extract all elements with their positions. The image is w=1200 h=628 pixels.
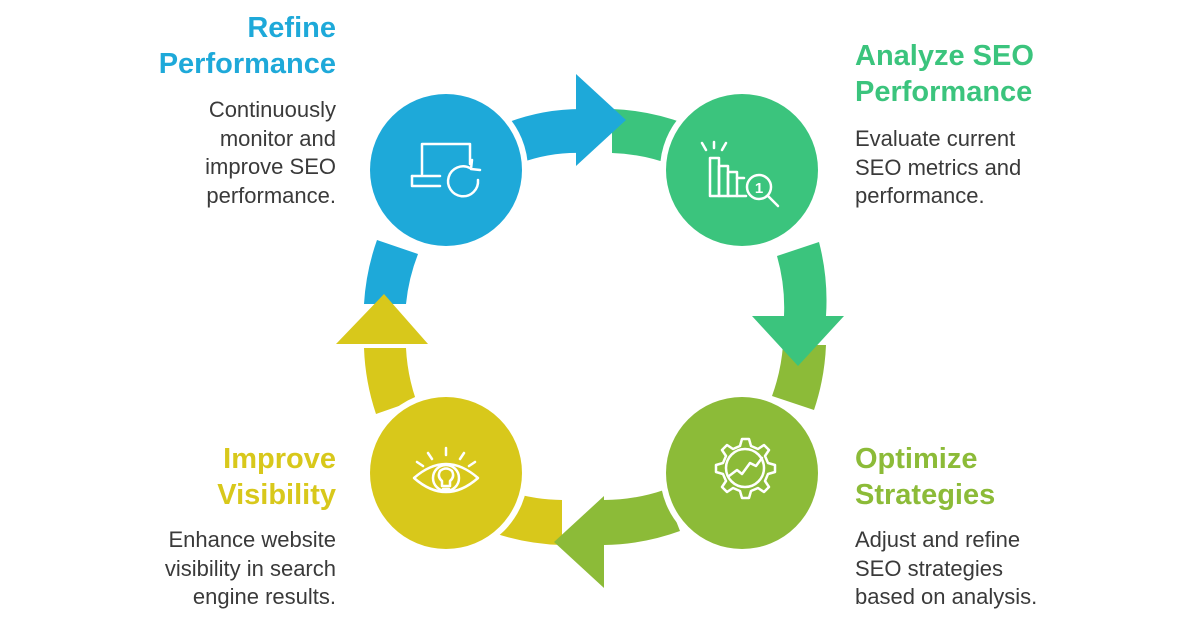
analyze-title-line: Performance bbox=[855, 76, 1033, 108]
laptop-refresh-icon bbox=[410, 142, 482, 198]
improve-desc-line: engine results. bbox=[192, 584, 336, 609]
optimize-title-line: Strategies bbox=[855, 479, 996, 511]
refine-desc-line: monitor and bbox=[219, 125, 336, 151]
analyze-desc-line: Evaluate current bbox=[855, 126, 1016, 151]
improve-desc-line: visibility in search bbox=[164, 555, 336, 581]
analyze-desc-line: SEO metrics and bbox=[855, 154, 1022, 180]
refine-desc-line: Continuously bbox=[208, 97, 336, 122]
optimize-title: Optimize Strategies bbox=[855, 441, 1175, 513]
arc-olive-right bbox=[772, 345, 826, 410]
improve-description: Enhance website visibility in search eng… bbox=[36, 526, 336, 612]
gear-trend-icon bbox=[714, 437, 777, 500]
improve-desc-line: Enhance website bbox=[168, 527, 336, 552]
arc-blue-left bbox=[364, 240, 418, 304]
arrowhead-olive-to-yellow bbox=[554, 496, 604, 588]
refine-title-line: Refine bbox=[247, 12, 336, 44]
optimize-title-line: Optimize bbox=[855, 443, 978, 475]
refine-title-line: Performance bbox=[158, 48, 336, 80]
analyze-title: Analyze SEO Performance bbox=[855, 38, 1175, 110]
improve-title: Improve Visibility bbox=[36, 441, 336, 513]
refine-description: Continuously monitor and improve SEO per… bbox=[36, 96, 336, 210]
optimize-desc-line: SEO strategies bbox=[855, 555, 1003, 581]
eye-lightbulb-icon bbox=[412, 446, 480, 494]
arrowhead-yellow-to-blue bbox=[336, 294, 428, 344]
arrowhead-green-to-olive bbox=[752, 316, 844, 366]
arc-yellow-left bbox=[364, 348, 416, 414]
refine-desc-line: performance. bbox=[206, 182, 336, 208]
arc-green-right bbox=[777, 242, 827, 316]
arc-olive-bottom bbox=[604, 490, 680, 545]
analyze-desc-line: performance. bbox=[855, 183, 985, 208]
analyze-description: Evaluate current SEO metrics and perform… bbox=[855, 125, 1175, 211]
arrowhead-blue-to-green bbox=[576, 74, 626, 166]
badge-number-one: 1 bbox=[755, 180, 763, 197]
refine-title: Refine Performance bbox=[36, 10, 336, 82]
optimize-desc-line: based on analysis. bbox=[855, 584, 1038, 609]
improve-title-line: Visibility bbox=[217, 479, 336, 511]
node-improve bbox=[370, 397, 522, 549]
analyze-title-line: Analyze SEO bbox=[855, 40, 1034, 72]
refine-desc-line: improve SEO bbox=[205, 154, 336, 179]
node-analyze bbox=[666, 94, 818, 246]
optimize-description: Adjust and refine SEO strategies based o… bbox=[855, 526, 1175, 612]
bar-chart-magnifier-icon bbox=[700, 140, 780, 208]
node-refine bbox=[370, 94, 522, 246]
improve-title-line: Improve bbox=[223, 443, 336, 475]
arc-blue bbox=[506, 108, 585, 163]
optimize-desc-line: Adjust and refine bbox=[855, 527, 1021, 552]
